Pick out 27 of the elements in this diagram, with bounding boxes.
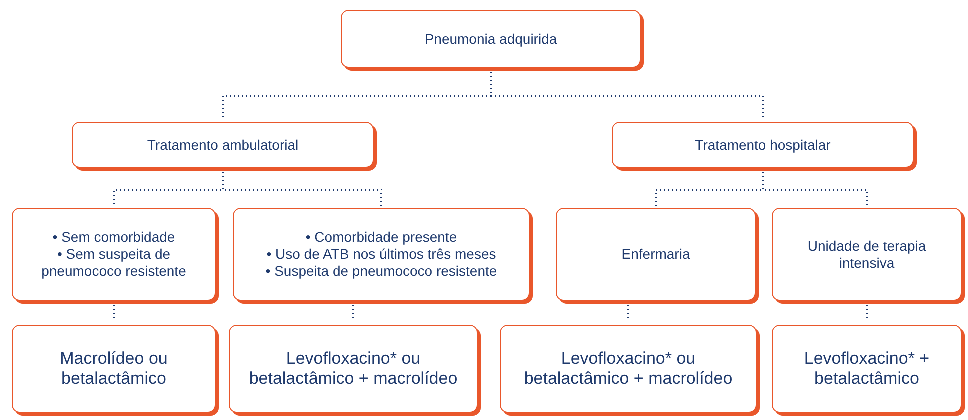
box-text: Macrolídeo ou betalactâmico xyxy=(59,348,169,390)
box-text: Levofloxacino* ou betalactâmico + macrolídeo xyxy=(248,348,459,390)
category-box xyxy=(72,122,374,168)
category-box xyxy=(233,208,530,301)
dotted-connector xyxy=(490,72,764,120)
treatment-box xyxy=(229,325,478,413)
treatment-box xyxy=(500,325,757,413)
treatment-box xyxy=(772,325,962,413)
box-text: Tratamento hospitalar xyxy=(695,136,831,154)
box-text: Tratamento ambulatorial xyxy=(147,136,299,154)
dotted-connector xyxy=(222,172,382,206)
box-text: • Sem suspeita de pneumococo resistente xyxy=(40,246,188,280)
treatment-box xyxy=(12,325,216,413)
category-box xyxy=(556,208,756,301)
box-text: • Uso de ATB nos últimos três meses xyxy=(266,246,496,263)
box-text: Unidade de terapia intensiva xyxy=(806,238,928,272)
category-box xyxy=(612,122,914,168)
box-text: Levofloxacino* + betalactâmico xyxy=(803,348,931,390)
box-text: Enfermaria xyxy=(622,246,690,263)
category-box xyxy=(772,208,962,301)
box-text: • Suspeita de pneumococo resistente xyxy=(266,262,498,280)
category-box xyxy=(341,10,641,68)
box-text: Pneumonia adquirida xyxy=(424,30,558,48)
category-box xyxy=(12,208,216,301)
box-text: Levofloxacino* ou betalactâmico + macrolídeo xyxy=(523,348,734,390)
box-text: • Sem comorbidade xyxy=(52,229,176,246)
box-text: • Comorbidade presente xyxy=(306,229,458,246)
